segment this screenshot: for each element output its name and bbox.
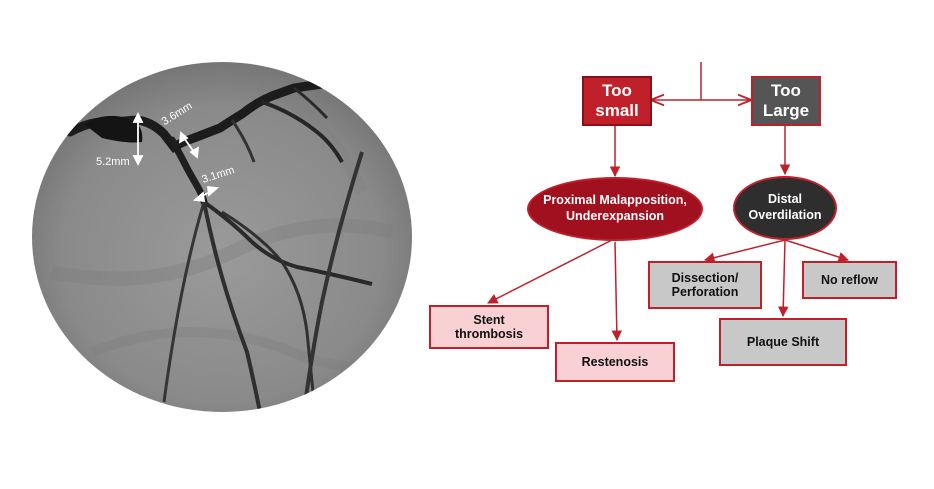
coronary-angiogram-image: 5.2mm 3.6mm 3.1mm xyxy=(32,62,412,412)
proximal-malapposition-ellipse: Proximal Malapposition, Underexpansion xyxy=(527,177,703,241)
too-small-box: Too small xyxy=(582,76,652,126)
too-large-box: Too Large xyxy=(751,76,821,126)
arrow-distal-to-plaque-shift xyxy=(778,239,789,318)
measurement-label-5-2: 5.2mm xyxy=(96,156,130,168)
arrow-distal-to-dissection xyxy=(703,239,786,263)
arrow-proximal-to-thrombosis xyxy=(487,239,613,304)
arrow-proximal-to-restenosis xyxy=(611,241,623,342)
distal-overdilation-ellipse: Distal Overdilation xyxy=(733,176,837,240)
no-reflow-box: No reflow xyxy=(802,261,897,299)
dissection-perforation-box: Dissection/ Perforation xyxy=(648,261,762,309)
angiogram-graphic xyxy=(32,62,412,412)
restenosis-box: Restenosis xyxy=(555,342,675,382)
stent-thrombosis-box: Stent thrombosis xyxy=(429,305,549,349)
plaque-shift-box: Plaque Shift xyxy=(719,318,847,366)
arrow-distal-to-no-reflow xyxy=(784,239,850,263)
